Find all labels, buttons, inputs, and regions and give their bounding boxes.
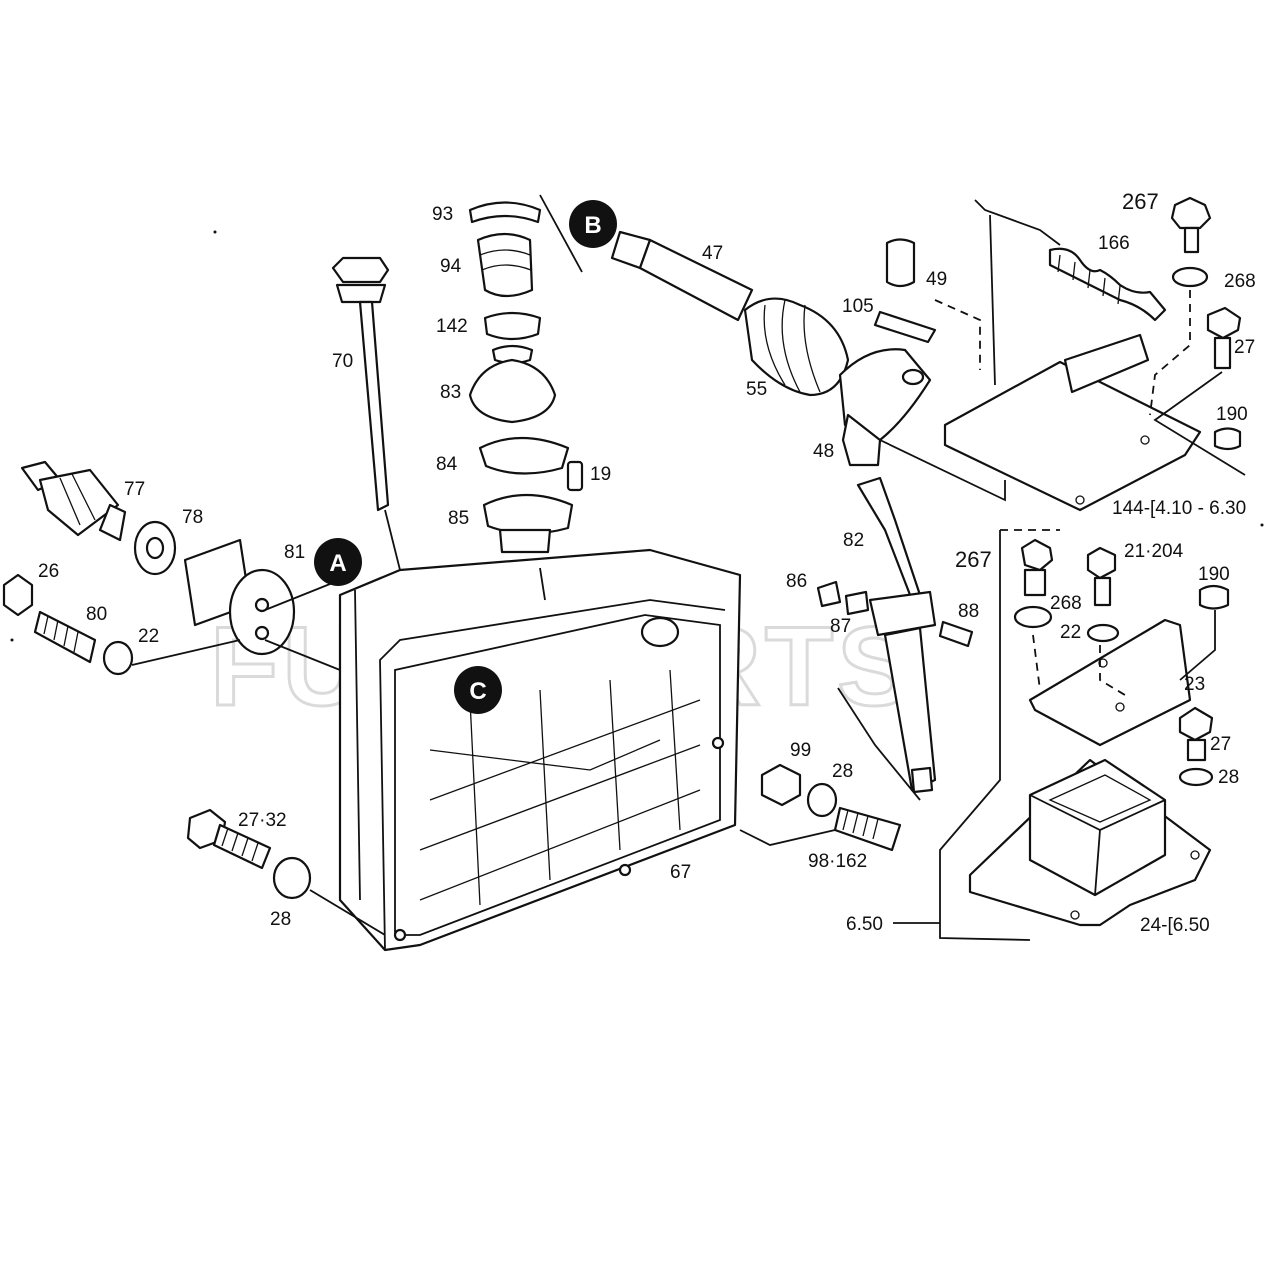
label-142: 142 [436, 316, 468, 337]
selector-stack [468, 194, 584, 601]
label-190-mid: 190 [1198, 564, 1230, 585]
label-190-top: 190 [1216, 404, 1248, 425]
callout-b: B [569, 200, 617, 248]
label-83: 83 [440, 382, 461, 403]
label-22-mid: 22 [1060, 622, 1081, 643]
label-28-mid: 28 [1218, 767, 1239, 788]
label-82: 82 [843, 530, 864, 551]
base-plate-24 [939, 529, 1212, 941]
label-26: 26 [38, 561, 59, 582]
shift-lever-82 [816, 476, 974, 801]
label-6-50: 6.50 [846, 914, 883, 935]
label-77: 77 [124, 479, 145, 500]
callout-c: C [454, 666, 502, 714]
label-48: 48 [813, 441, 834, 462]
label-24: 24-[6.50 [1140, 915, 1210, 936]
callout-c-label: C [469, 678, 486, 705]
label-166: 166 [1098, 233, 1130, 254]
label-21-204: 21·204 [1124, 541, 1184, 562]
fasteners-top-right [1149, 196, 1246, 476]
plate-23-assembly [1013, 538, 1230, 787]
shift-shaft [610, 230, 937, 467]
label-27-32: 27·32 [238, 810, 287, 831]
label-28-bottom: 28 [270, 909, 291, 930]
stud-70 [331, 256, 401, 571]
label-49: 49 [926, 269, 947, 290]
label-47: 47 [702, 243, 723, 264]
callout-b-label: B [584, 212, 601, 239]
label-86: 86 [786, 571, 807, 592]
label-88: 88 [958, 601, 979, 622]
label-99: 99 [790, 740, 811, 761]
callout-a: A [314, 538, 362, 586]
label-28-center: 28 [832, 761, 853, 782]
label-19: 19 [590, 464, 611, 485]
label-27-mid: 27 [1210, 734, 1231, 755]
label-22-left: 22 [138, 626, 159, 647]
cover-plate-144 [879, 199, 1202, 512]
label-94: 94 [440, 256, 462, 277]
label-70: 70 [332, 351, 353, 372]
label-144: 144-[4.10 - 6.30 [1112, 498, 1246, 519]
label-98-162: 98·162 [808, 851, 867, 872]
label-268-mid: 268 [1050, 593, 1082, 614]
bottom-center-fasteners [739, 763, 902, 852]
label-268-top: 268 [1224, 271, 1256, 292]
label-78: 78 [182, 507, 203, 528]
label-27-top: 27 [1234, 337, 1255, 358]
label-267-mid: 267 [955, 547, 992, 572]
label-85: 85 [448, 508, 469, 529]
label-23: 23 [1184, 674, 1205, 695]
label-80: 80 [86, 604, 107, 625]
left-side-parts [2, 460, 341, 676]
label-87: 87 [830, 616, 851, 637]
callout-a-label: A [329, 550, 346, 577]
label-105: 105 [842, 296, 874, 317]
label-67: 67 [670, 862, 691, 883]
bottom-left-bolt [186, 808, 386, 936]
label-84: 84 [436, 454, 458, 475]
label-55: 55 [746, 379, 767, 400]
label-93: 93 [432, 204, 453, 225]
label-81: 81 [284, 542, 305, 563]
label-267-top: 267 [1122, 189, 1159, 214]
gearbox-housing [338, 548, 742, 952]
